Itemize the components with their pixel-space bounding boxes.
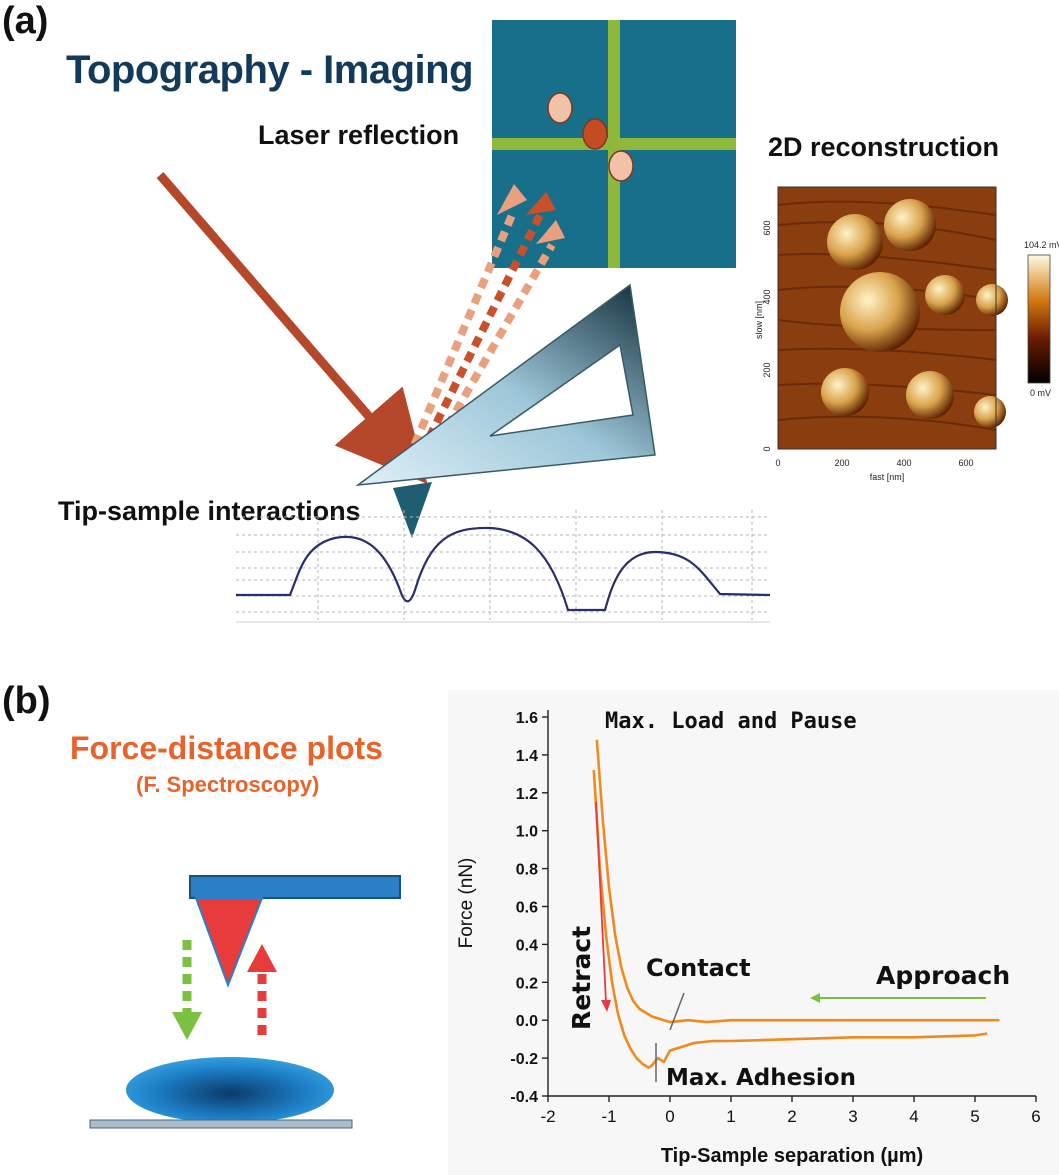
y-axis-label: Force (nN) (456, 858, 477, 949)
laser-reflection-label: Laser reflection (258, 120, 460, 150)
y-tick-label: 1.6 (516, 710, 538, 727)
laser-incident-arrow (156, 172, 428, 485)
y-tick-label: -0.4 (510, 1089, 538, 1106)
y-tick-label: 0.0 (516, 1013, 538, 1030)
beam-arrowhead-icon (536, 220, 565, 244)
panel-a-label: (a) (2, 0, 49, 42)
reconstruction-label: 2D reconstruction (768, 132, 1000, 162)
y-tick-label: 0.6 (516, 900, 538, 917)
colorbar-max-label: 104.2 mV (1024, 240, 1059, 250)
afm-xtick: 600 (958, 458, 973, 468)
tip-sample-label: Tip-sample interactions (58, 496, 361, 526)
x-tick-label: 0 (665, 1107, 674, 1126)
force-distance-subtitle: (F. Spectroscopy) (136, 772, 320, 797)
afm-height-map (777, 186, 1008, 450)
afm-ytick: 400 (762, 289, 772, 304)
retract-direction-arrow (595, 801, 607, 1003)
colorbar-min-label: 0 mV (1030, 388, 1051, 398)
afm-colorbar: 104.2 mV 0 mV (1024, 240, 1059, 398)
panel-b-label: (b) (2, 680, 51, 722)
cantilever-icon (355, 283, 656, 538)
y-tick-label: 1.4 (516, 748, 538, 765)
topography-profile-line (236, 526, 771, 612)
profile-grid (236, 510, 770, 620)
y-tick-label: 1.2 (516, 786, 538, 803)
panel-a-illustration: 0 200 400 600 fast [nm] 0 200 400 600 sl… (156, 20, 1059, 623)
x-tick-label: 1 (726, 1107, 735, 1126)
beam-arrowhead-icon (497, 184, 527, 215)
y-tick-label: 1.0 (516, 824, 538, 841)
y-tick-label: -0.2 (510, 1051, 538, 1068)
max-load-annotation: Max. Load and Pause (605, 709, 857, 734)
y-tick-label: 0.4 (516, 937, 538, 954)
retract-annotation: Retract (567, 926, 596, 1030)
afm-ylabel: slow [nm] (754, 301, 764, 339)
x-tick-label: -1 (601, 1107, 616, 1126)
x-tick-label: 2 (787, 1107, 796, 1126)
detector-quadrant (492, 20, 736, 268)
approach-annotation: Approach (876, 961, 1010, 990)
x-tick-label: 4 (909, 1107, 918, 1126)
x-tick-label: -2 (540, 1107, 555, 1126)
topography-title: Topography - Imaging (66, 48, 474, 92)
afm-ytick: 200 (762, 362, 772, 377)
force-distance-title: Force-distance plots (70, 730, 383, 766)
laser-spot-icon (608, 150, 634, 182)
afm-xlabel: fast [nm] (870, 472, 905, 482)
laser-spot-icon (582, 118, 608, 150)
beam-arrowhead-icon (526, 192, 556, 215)
contact-marker (669, 992, 685, 1031)
y-tick-label: 0.2 (516, 975, 538, 992)
x-tick-label: 6 (1031, 1107, 1040, 1126)
y-tick-label: 0.8 (516, 862, 538, 879)
afm-tip-icon (393, 482, 432, 538)
afm-xtick: 0 (775, 458, 780, 468)
retract-curve (592, 770, 988, 1069)
afm-ytick: 0 (762, 446, 772, 451)
x-tick-label: 3 (848, 1107, 857, 1126)
afm-ytick: 600 (762, 220, 772, 235)
approach-curve (595, 739, 1000, 1024)
afm-axes: 0 200 400 600 fast [nm] 0 200 400 600 sl… (754, 220, 974, 482)
afm-xtick: 200 (834, 458, 849, 468)
x-axis-label: Tip-Sample separation (µm) (661, 1145, 923, 1167)
max-adhesion-annotation: Max. Adhesion (666, 1065, 856, 1091)
afm-xtick: 400 (896, 458, 911, 468)
x-tick-label: 5 (970, 1107, 979, 1126)
laser-spot-icon (547, 92, 573, 124)
contact-annotation: Contact (646, 954, 751, 982)
